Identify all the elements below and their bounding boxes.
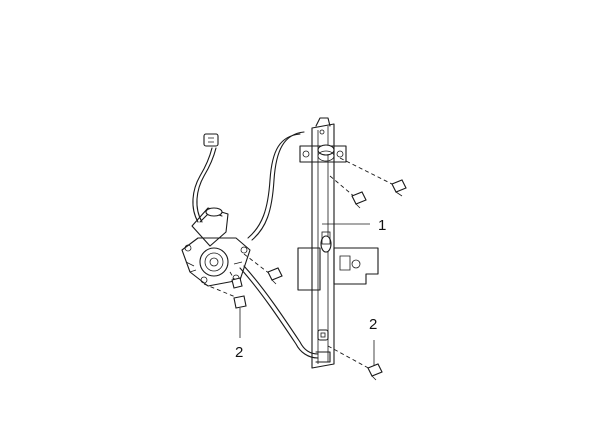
bolt — [351, 191, 367, 209]
bolt — [367, 363, 383, 381]
bolt — [233, 295, 247, 309]
bolt — [267, 267, 283, 285]
regulator-cable — [239, 131, 319, 359]
bolt — [231, 277, 243, 289]
regulator-rail — [297, 117, 379, 369]
mounting-bolts — [203, 157, 407, 381]
callout-2-label: 2 — [235, 344, 243, 361]
window-motor — [181, 133, 251, 287]
bolt — [391, 179, 407, 197]
callout-1-label: 1 — [378, 217, 386, 234]
callout-2-label: 2 — [369, 316, 377, 333]
leader-lines — [239, 223, 375, 366]
